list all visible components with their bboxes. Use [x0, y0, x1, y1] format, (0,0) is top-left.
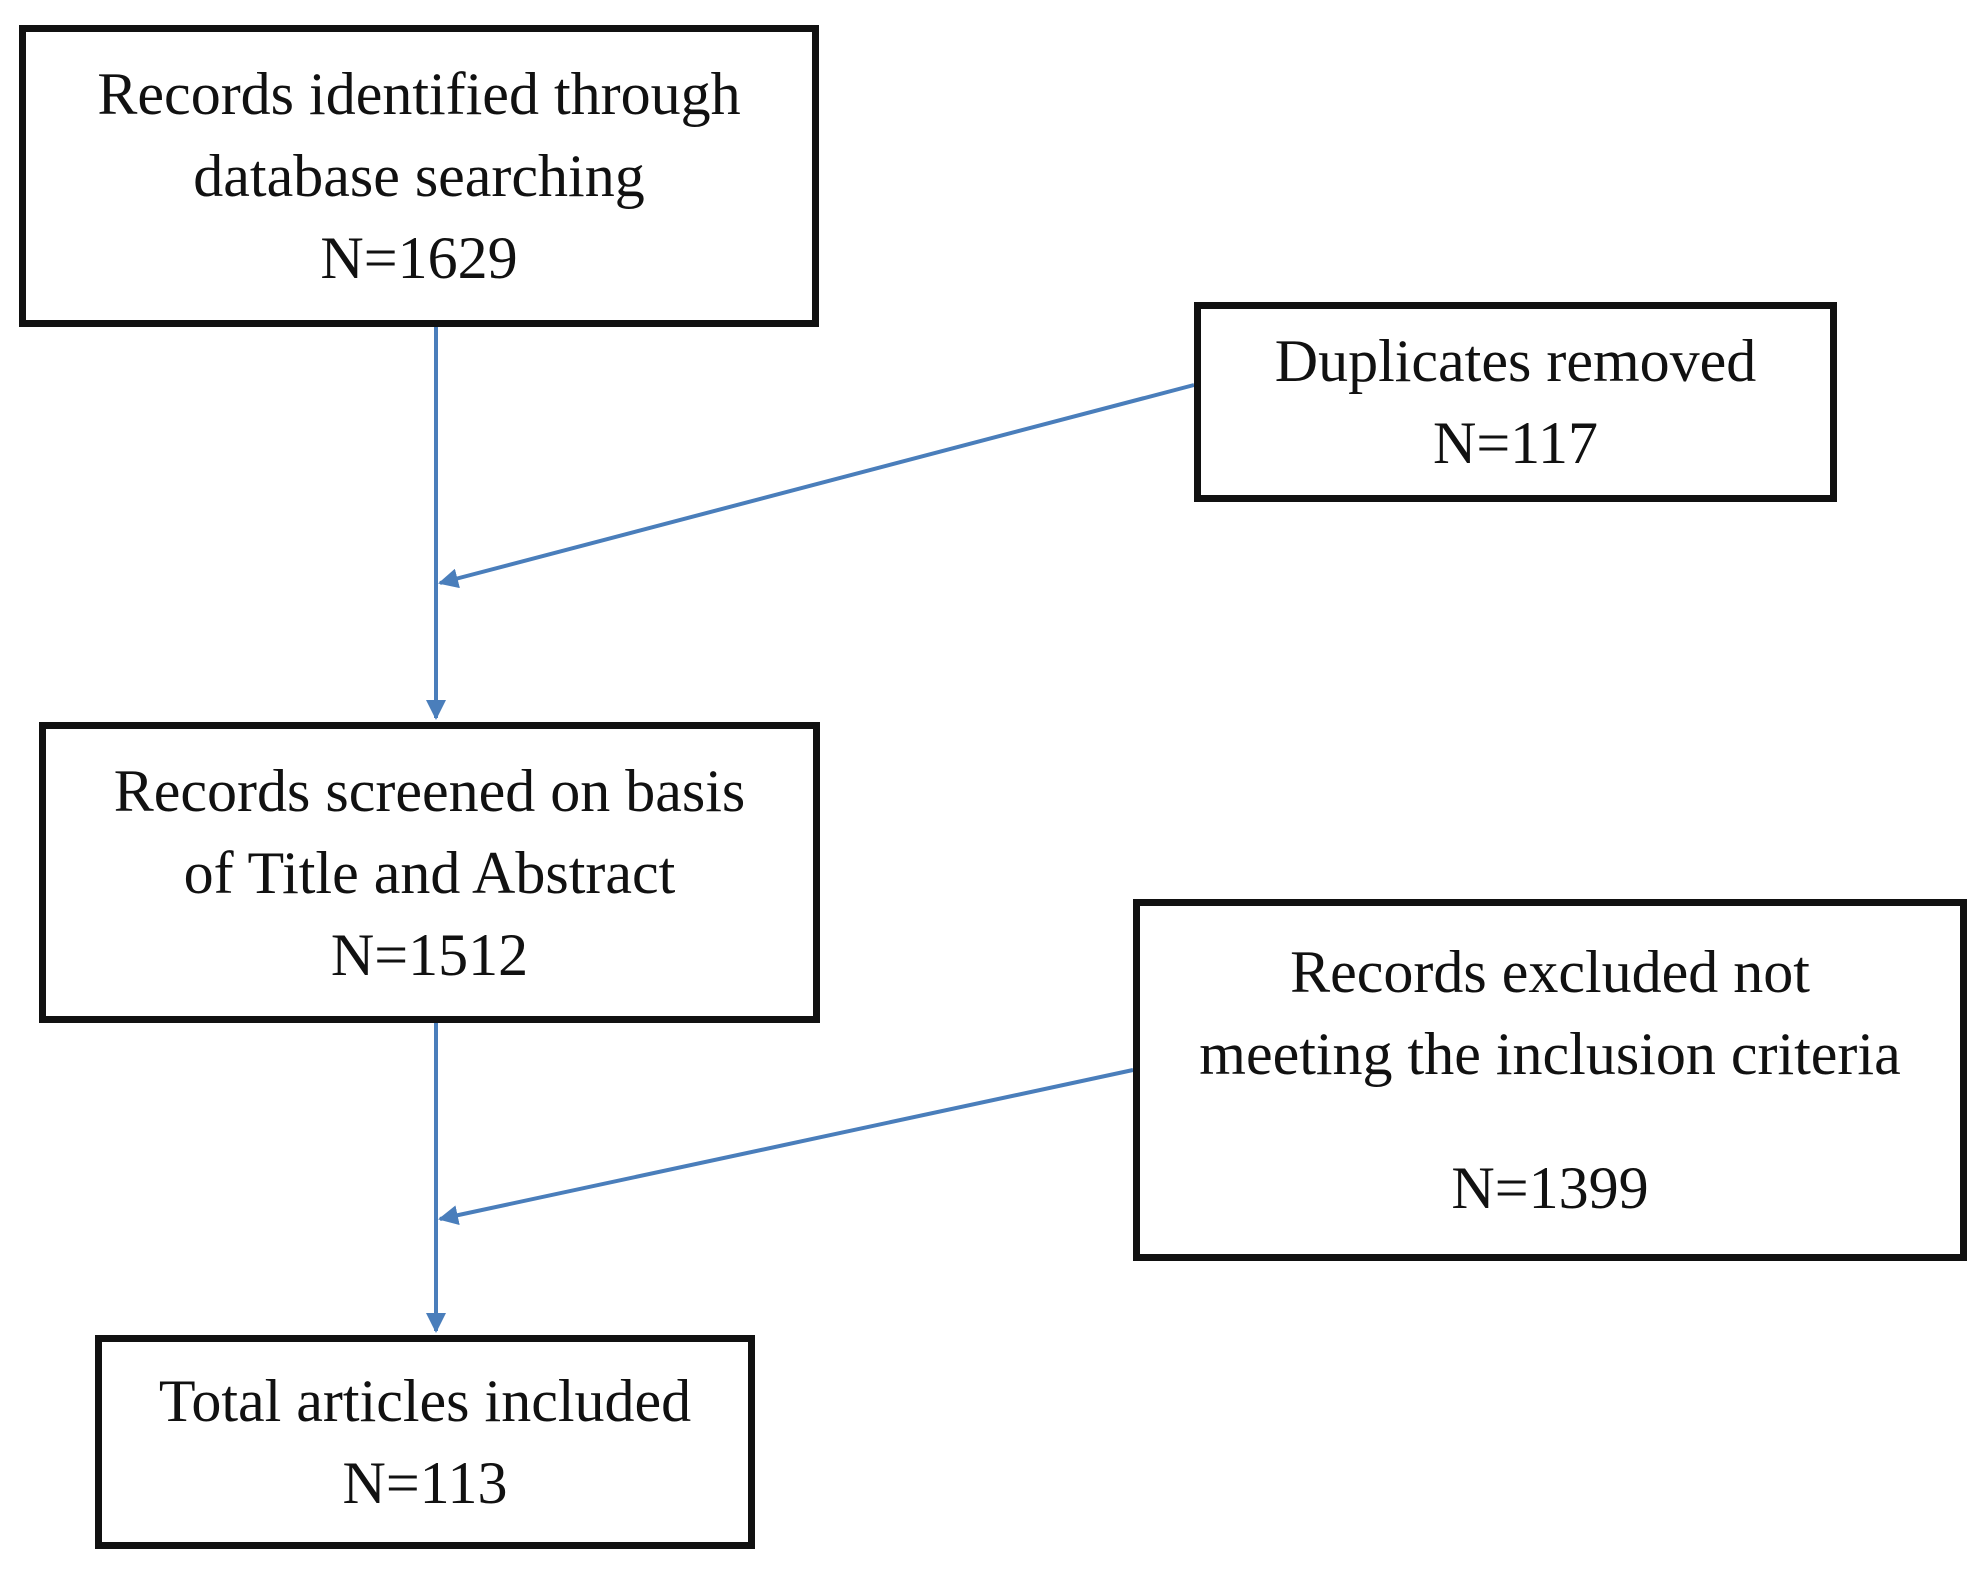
duplicates-removed-label: Duplicates removed	[1274, 328, 1757, 394]
records-screened-label-line-1: Records screened on basis	[113, 757, 746, 824]
records-identified-label-line-1: Records identified through	[97, 61, 741, 127]
records-identified-count: N=1629	[320, 225, 518, 291]
arrow-duplicates-removed	[438, 383, 1195, 589]
records-identified-box: Records identified through database sear…	[19, 25, 819, 327]
duplicates-removed-count: N=117	[1433, 410, 1598, 476]
total-included-box: Total articles included N=113	[95, 1335, 755, 1549]
total-included-label: Total articles included	[158, 1368, 692, 1434]
records-identified-label-line-2: database searching	[193, 143, 645, 209]
records-excluded-box: Records excluded not meeting the inclusi…	[1133, 899, 1967, 1261]
duplicates-removed-box: Duplicates removed N=117	[1194, 302, 1837, 502]
total-included-count: N=113	[342, 1450, 508, 1516]
records-excluded-label-line-1: Records excluded not	[1290, 939, 1810, 1005]
arrow-records-excluded	[438, 1068, 1134, 1225]
records-screened-box: Records screened on basis of Title and A…	[39, 722, 820, 1023]
records-screened-label-line-2: of Title and Abstract	[183, 839, 676, 906]
records-excluded-count: N=1399	[1451, 1155, 1649, 1221]
records-screened-count: N=1512	[330, 921, 529, 988]
records-excluded-label-line-2: meeting the inclusion criteria	[1199, 1021, 1901, 1087]
